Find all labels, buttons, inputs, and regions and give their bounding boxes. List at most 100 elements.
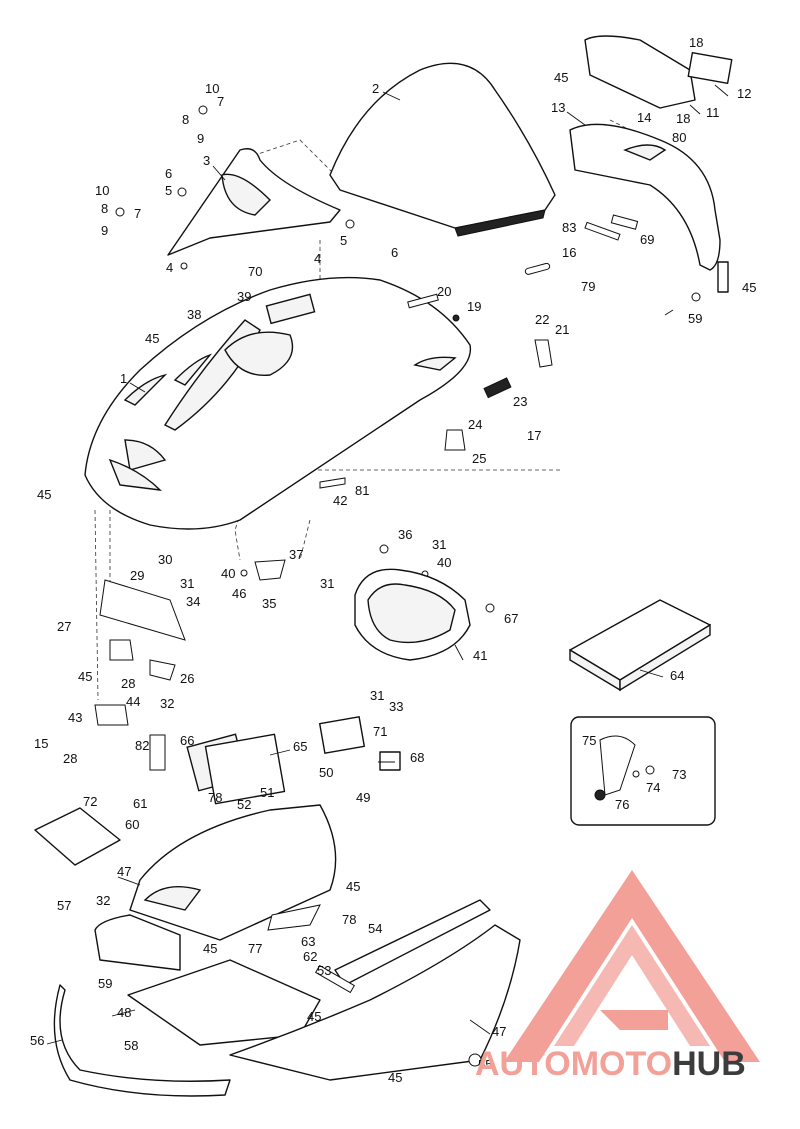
callout-c2: 2: [372, 81, 379, 96]
callout-c51: 51: [260, 785, 274, 800]
callout-c37: 37: [289, 547, 303, 562]
callout-c21: 21: [555, 322, 569, 337]
callout-c56: 56: [30, 1033, 44, 1048]
callout-c20: 20: [437, 284, 451, 299]
callout-c38: 38: [187, 307, 201, 322]
callout-c76: 76: [615, 797, 629, 812]
callout-c43: 43: [68, 710, 82, 725]
console: [569, 35, 733, 293]
callout-c45h: 45: [307, 1009, 321, 1024]
watermark-text-auto: AUTO: [475, 1045, 571, 1083]
hood: [84, 276, 472, 530]
callout-c28b: 28: [63, 751, 77, 766]
callout-c30: 30: [158, 552, 172, 567]
callout-c55: 55: [478, 1057, 492, 1072]
callout-c19: 19: [467, 299, 481, 314]
callout-c80: 80: [672, 130, 686, 145]
callout-c79: 79: [581, 279, 595, 294]
callout-c41: 41: [473, 648, 487, 663]
watermark-logo: [504, 870, 760, 1062]
callout-c34: 34: [186, 594, 200, 609]
callout-c10a: 10: [205, 81, 219, 96]
callout-c9a: 9: [197, 131, 204, 146]
callout-c45d: 45: [78, 669, 92, 684]
callout-c62: 62: [303, 949, 317, 964]
callout-c22: 22: [535, 312, 549, 327]
callout-c72: 72: [83, 794, 97, 809]
callout-c77: 77: [248, 941, 262, 956]
callout-c61: 61: [133, 796, 147, 811]
callout-c45i: 45: [388, 1070, 402, 1085]
callout-c52: 52: [237, 797, 251, 812]
callout-c29: 29: [130, 568, 144, 583]
watermark-text-hub: HUB: [672, 1045, 746, 1083]
callout-c36: 36: [398, 527, 412, 542]
callout-c16: 16: [562, 245, 576, 260]
callout-c59a: 59: [688, 311, 702, 326]
callout-c68: 68: [410, 750, 424, 765]
foam-block: [569, 599, 711, 692]
headlight: [354, 568, 471, 661]
callout-c75: 75: [582, 733, 596, 748]
callout-c4a: 4: [166, 260, 173, 275]
callout-c7a: 7: [217, 94, 224, 109]
callout-c31d: 31: [370, 688, 384, 703]
callout-c47a: 47: [117, 864, 131, 879]
callout-c53: 53: [317, 963, 331, 978]
callout-c12: 12: [737, 86, 751, 101]
callout-c49: 49: [356, 790, 370, 805]
leader-lines: [46, 84, 729, 1045]
callout-c67: 67: [504, 611, 518, 626]
callout-c3: 3: [203, 153, 210, 168]
callout-c64: 64: [670, 668, 684, 683]
callout-c18b: 18: [676, 111, 690, 126]
callout-c11: 11: [706, 105, 720, 120]
callout-c59b: 59: [98, 976, 112, 991]
callout-c24: 24: [468, 417, 482, 432]
callout-c8a: 8: [182, 112, 189, 127]
callout-c33: 33: [389, 699, 403, 714]
callout-c63: 63: [301, 934, 315, 949]
callout-c58: 58: [124, 1038, 138, 1053]
callout-c5a: 5: [165, 183, 172, 198]
callout-c45c: 45: [37, 487, 51, 502]
callout-c78b: 78: [342, 912, 356, 927]
callout-c7b: 7: [134, 206, 141, 221]
decals: [34, 716, 401, 866]
callout-c40b: 40: [437, 555, 451, 570]
callout-c18a: 18: [689, 35, 703, 50]
callout-c27: 27: [57, 619, 71, 634]
callout-c26: 26: [180, 671, 194, 686]
callout-c25: 25: [472, 451, 486, 466]
callout-labels: 1234455667788991010111213141516171818192…: [30, 35, 756, 1085]
callout-c31c: 31: [432, 537, 446, 552]
callout-c45f: 45: [346, 879, 360, 894]
callout-c32a: 32: [160, 696, 174, 711]
callout-c78a: 78: [208, 790, 222, 805]
callout-c31a: 31: [180, 576, 194, 591]
callout-c23: 23: [513, 394, 527, 409]
callout-c45a: 45: [554, 70, 568, 85]
callout-c69: 69: [640, 232, 654, 247]
callout-c42: 42: [333, 493, 347, 508]
callout-c14: 14: [637, 110, 651, 125]
callout-c8b: 8: [101, 201, 108, 216]
inset-box: [570, 716, 716, 826]
callout-c40a: 40: [221, 566, 235, 581]
callout-c6b: 6: [391, 245, 398, 260]
callout-c35: 35: [262, 596, 276, 611]
watermark-text-moto: MOTO: [571, 1045, 672, 1083]
callout-c83: 83: [562, 220, 576, 235]
callout-c10b: 10: [95, 183, 109, 198]
callout-c45e: 45: [742, 280, 756, 295]
callout-c44: 44: [126, 694, 140, 709]
callout-c45g: 45: [203, 941, 217, 956]
callout-c54: 54: [368, 921, 382, 936]
callout-c60: 60: [125, 817, 139, 832]
callout-c74: 74: [646, 780, 660, 795]
bottom-pan: [53, 804, 521, 1097]
callout-c9b: 9: [101, 223, 108, 238]
watermark-text: AUTOMOTOHUB: [475, 1045, 746, 1083]
callout-c45b: 45: [145, 331, 159, 346]
callout-c65: 65: [293, 739, 307, 754]
